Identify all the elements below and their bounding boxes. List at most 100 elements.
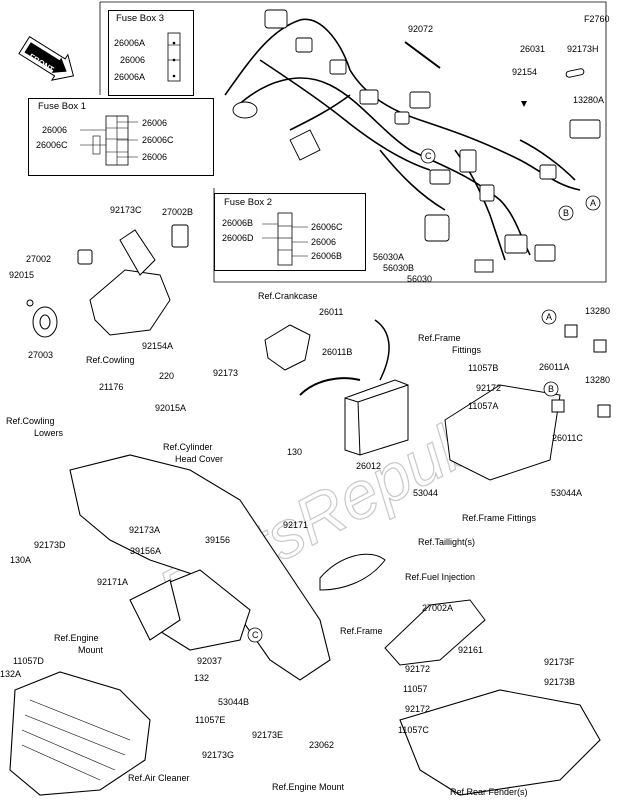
fuse-box-2-title: Fuse Box 2 [224,197,273,208]
part-56030B[interactable]: 56030B [383,263,415,273]
part-132A[interactable]: 132A [0,669,22,679]
figure-code: F2760 [584,14,610,24]
ref-fuel-injection: Ref.Fuel Injection [405,572,476,582]
ref-engine-mount-bottom: Ref.Engine Mount [272,782,345,792]
fuse-box-3-item-3[interactable]: 26006A [114,72,146,82]
horn-assembly [26,224,189,338]
ref-frame-fittings-line2: Fittings [452,345,482,355]
part-53044[interactable]: 53044 [413,488,439,498]
part-27002[interactable]: 27002 [26,254,52,264]
part-39156A[interactable]: 39156A [130,546,162,556]
ref-cylinder-head-line1: Ref.Cylinder [163,442,213,452]
part-11057B[interactable]: 11057B [468,363,499,373]
fuse-box-1-left-1[interactable]: 26006 [42,125,68,135]
part-39156[interactable]: 39156 [205,535,231,545]
battery-cable [299,377,361,396]
part-92172-b[interactable]: 92172 [405,664,431,674]
part-11057C[interactable]: 11057C [398,725,429,735]
part-26012[interactable]: 26012 [356,461,382,471]
part-11057[interactable]: 11057 [403,684,428,694]
front-arrow-icon [18,35,75,81]
part-26011C[interactable]: 26011C [552,433,583,443]
part-92173A[interactable]: 92173A [129,525,161,535]
callout-circles [247,148,601,643]
part-11057A[interactable]: 11057A [468,401,499,411]
part-92161[interactable]: 92161 [458,645,484,655]
part-56030[interactable]: 56030 [407,274,433,284]
part-27002A[interactable]: 27002A [422,603,454,613]
ref-frame: Ref.Frame [340,626,383,636]
part-53044B[interactable]: 53044B [218,697,250,707]
part-92173E[interactable]: 92173E [252,730,284,740]
fuse-box-2-left-1[interactable]: 26006B [222,218,254,228]
fuse-box-3-item-2[interactable]: 26006 [120,55,146,65]
part-23062[interactable]: 23062 [309,740,335,750]
ref-air-cleaner: Ref.Air Cleaner [128,773,190,783]
part-13280-b[interactable]: 13280 [585,375,611,385]
part-27002B[interactable]: 27002B [162,207,194,217]
fuse-box-1-left-2[interactable]: 26006C [36,140,68,150]
part-26011[interactable]: 26011 [319,307,344,317]
part-92173B[interactable]: 92173B [544,677,576,687]
ref-rear-fender: Ref.Rear Fender(s) [450,787,528,797]
rear-fender [399,689,601,796]
ref-cowling-lowers-line2: Lowers [34,428,64,438]
part-11057E[interactable]: 11057E [195,715,226,725]
part-13280-a[interactable]: 13280 [585,306,611,316]
part-92173[interactable]: 92173 [213,368,239,378]
ref-cylinder-head-line2: Head Cover [175,454,224,464]
part-92173D[interactable]: 92173D [34,540,66,550]
part-13280A[interactable]: 13280A [573,95,605,105]
fuse-box-3-item-1[interactable]: 26006A [114,38,146,48]
part-92171[interactable]: 92171 [283,520,309,530]
battery-tray [444,384,561,481]
air-cleaner [9,671,151,796]
part-92173G[interactable]: 92173G [202,750,235,760]
part-21176[interactable]: 21176 [99,382,124,392]
part-92072[interactable]: 92072 [408,24,434,34]
part-26011A[interactable]: 26011A [539,362,570,372]
part-92172-c[interactable]: 92172 [405,704,431,714]
part-130A[interactable]: 130A [10,555,32,565]
fuse-box-2-right-3[interactable]: 26006B [311,251,343,261]
taillight [319,553,386,591]
part-92173F[interactable]: 92173F [544,657,575,667]
part-26031[interactable]: 26031 [520,44,546,54]
fuse-box-2-left-2[interactable]: 26006D [222,233,254,243]
part-92015[interactable]: 92015 [9,270,35,280]
part-92173H[interactable]: 92173H [567,44,599,54]
fuse-box-1-right-1[interactable]: 26006 [142,118,168,128]
part-26011B[interactable]: 26011B [322,347,353,357]
part-220[interactable]: 220 [159,371,175,381]
part-56030A[interactable]: 56030A [373,252,405,262]
part-92154[interactable]: 92154 [512,67,538,77]
part-92037[interactable]: 92037 [197,656,223,666]
fuse-box-2-block [262,212,308,266]
ref-taillight: Ref.Taillight(s) [418,537,476,547]
ref-engine-mount-line1: Ref.Engine [54,633,99,643]
fuse-box-2-frame [214,193,366,271]
callout-c-top: C [425,151,432,161]
ref-cowling: Ref.Cowling [86,355,135,365]
part-130[interactable]: 130 [287,447,303,457]
ref-crankcase: Ref.Crankcase [258,291,318,301]
fuse-box-2-right-1[interactable]: 26006C [311,222,343,232]
part-27003[interactable]: 27003 [28,350,54,360]
part-53044A[interactable]: 53044A [551,488,583,498]
fuse-box-1-frame [28,98,214,176]
part-92154A[interactable]: 92154A [142,341,174,351]
fuse-box-3-title: Fuse Box 3 [116,13,165,24]
part-92015A[interactable]: 92015A [155,403,187,413]
part-132[interactable]: 132 [194,673,210,683]
battery [344,379,409,456]
fuse-box-3-block [167,32,181,82]
crankcase-bracket [264,324,311,371]
part-92172-a[interactable]: 92172 [476,383,502,393]
fuse-box-2-right-2[interactable]: 26006 [311,237,337,247]
part-11057D[interactable]: 11057D [13,656,44,666]
fuse-box-1-right-3[interactable]: 26006 [142,152,168,162]
part-92173C[interactable]: 92173C [110,205,142,215]
part-92171A[interactable]: 92171A [97,577,129,587]
fuse-box-1-right-2[interactable]: 26006C [142,135,174,145]
